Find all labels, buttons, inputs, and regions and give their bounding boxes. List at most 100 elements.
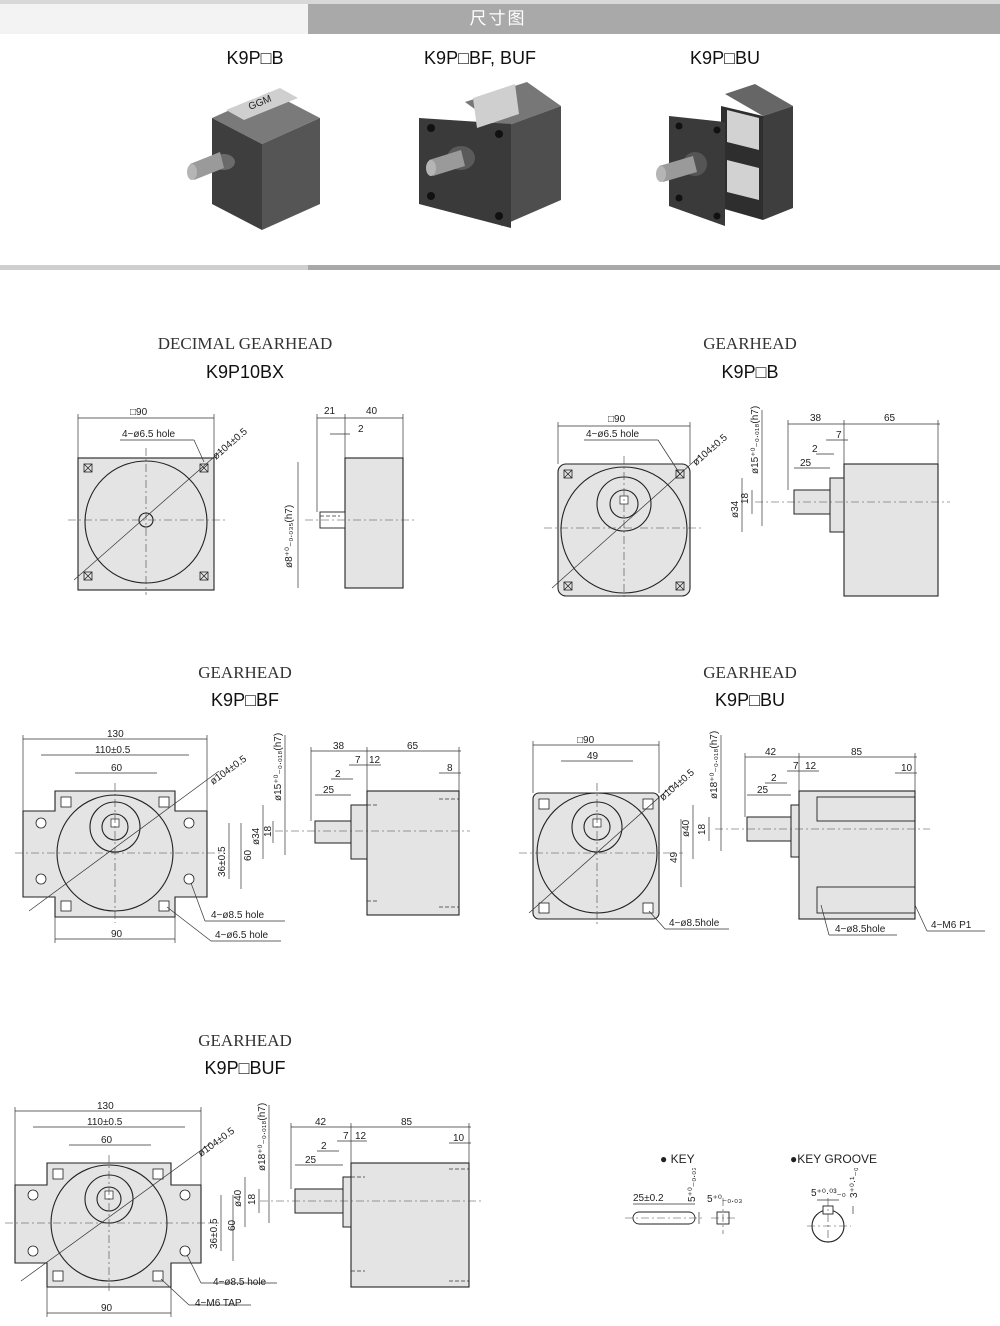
svg-text:4−ø8.5 hole: 4−ø8.5 hole (211, 910, 265, 921)
top-rule (0, 0, 1000, 4)
svg-text:10: 10 (901, 763, 913, 774)
svg-text:49: 49 (587, 751, 599, 762)
svg-text:36±0.5: 36±0.5 (209, 1218, 220, 1249)
svg-text:4−ø8.5 hole: 4−ø8.5 hole (213, 1277, 267, 1288)
svg-text:ø15⁺⁰₋₀.₀₁₈(h7): ø15⁺⁰₋₀.₀₁₈(h7) (273, 733, 284, 801)
svg-text:3⁺⁰·¹₋₀: 3⁺⁰·¹₋₀ (849, 1168, 860, 1198)
svg-text:60: 60 (111, 763, 123, 774)
side-view-2: 38 65 7 2 25 ø15⁺⁰₋₀.₀₁₈(h7) ø34 18 (730, 406, 950, 597)
svg-text:12: 12 (355, 1131, 367, 1142)
svg-text:ø15⁺⁰₋₀.₀₁₈(h7): ø15⁺⁰₋₀.₀₁₈(h7) (750, 406, 761, 474)
svg-text:21: 21 (324, 406, 336, 417)
section-header-bar (0, 4, 1000, 34)
svg-text:5⁺⁰₋₀.₀₃: 5⁺⁰₋₀.₀₃ (687, 1168, 698, 1202)
svg-text:ø104±0.5: ø104±0.5 (691, 432, 730, 468)
drawing-2-model: K9P□B (721, 362, 779, 382)
svg-text:□90: □90 (608, 414, 626, 425)
svg-text:7: 7 (355, 755, 361, 766)
front-view-5: 130 110±0.5 60 90 ø104±0.5 36±0.5 60 4−ø… (5, 1101, 277, 1317)
svg-text:ø34: ø34 (251, 827, 262, 845)
svg-text:ø18⁺⁰₋₀.₀₁₈(h7): ø18⁺⁰₋₀.₀₁₈(h7) (257, 1103, 268, 1171)
svg-text:25±0.2: 25±0.2 (633, 1193, 664, 1204)
svg-text:18: 18 (263, 825, 274, 837)
drawing-4-model: K9P□BU (715, 690, 785, 710)
svg-text:ø104±0.5: ø104±0.5 (208, 753, 249, 787)
svg-text:38: 38 (333, 741, 345, 752)
svg-text:25: 25 (305, 1155, 317, 1166)
gearmotor-photo-1: GGM (187, 88, 320, 230)
svg-text:4−ø6.5 hole: 4−ø6.5 hole (586, 429, 640, 440)
svg-text:85: 85 (851, 747, 863, 758)
svg-text:4−ø6.5 hole: 4−ø6.5 hole (122, 429, 176, 440)
drawing-1-svg: □90 4−ø6.5 hole ø104±0.5 21 40 2 ø8⁺⁰₋₀.… (68, 406, 415, 595)
svg-text:7: 7 (343, 1131, 349, 1142)
svg-text:ø18⁺⁰₋₀.₀₁₈(h7): ø18⁺⁰₋₀.₀₁₈(h7) (709, 731, 720, 799)
svg-text:4−ø8.5hole: 4−ø8.5hole (835, 924, 886, 935)
svg-text:42: 42 (765, 747, 777, 758)
key-title: ● KEY (660, 1152, 695, 1166)
section-divider (0, 265, 1000, 270)
svg-text:ø104±0.5: ø104±0.5 (211, 426, 250, 462)
svg-text:2: 2 (335, 769, 341, 780)
svg-text:4−M6 P1: 4−M6 P1 (931, 920, 972, 931)
drawing-2-type: GEARHEAD (703, 334, 797, 353)
key-groove-title: ●KEY GROOVE (790, 1152, 878, 1166)
svg-text:18: 18 (740, 492, 751, 504)
drawing-4-type: GEARHEAD (703, 663, 797, 682)
svg-text:5⁺⁰·⁰³₋₀: 5⁺⁰·⁰³₋₀ (811, 1188, 846, 1199)
svg-text:25: 25 (323, 785, 335, 796)
svg-text:42: 42 (315, 1117, 327, 1128)
svg-text:7: 7 (836, 430, 842, 441)
svg-text:ø40: ø40 (233, 1189, 244, 1207)
photo-label-3: K9P□BU (690, 48, 760, 68)
drawing-1-type: DECIMAL GEARHEAD (157, 334, 333, 353)
svg-text:ø40: ø40 (681, 819, 692, 837)
svg-text:2: 2 (321, 1141, 327, 1152)
front-view-1: □90 4−ø6.5 hole ø104±0.5 (68, 407, 250, 595)
front-view-2: □90 4−ø6.5 hole ø104±0.5 (544, 414, 730, 600)
svg-text:2: 2 (358, 424, 364, 435)
drawing-1-model: K9P10BX (205, 362, 285, 382)
drawing-5-type: GEARHEAD (198, 1031, 292, 1050)
side-view-5: 42 85 7 12 2 25 10 ø18⁺⁰₋₀.₀₁₈(h7) ø40 18 (233, 1103, 483, 1288)
svg-text:4−M6 TAP: 4−M6 TAP (195, 1298, 242, 1309)
front-view-3: 130 110±0.5 60 90 ø104±0.5 36±0.5 60 4−ø… (15, 729, 285, 943)
svg-text:4−ø8.5hole: 4−ø8.5hole (669, 918, 720, 929)
svg-text:□90: □90 (130, 407, 148, 418)
svg-text:ø34: ø34 (730, 500, 741, 518)
svg-text:ø8⁺⁰₋₀.₀₃₅(h7): ø8⁺⁰₋₀.₀₃₅(h7) (284, 505, 295, 568)
svg-text:65: 65 (407, 741, 419, 752)
drawing-5-svg: 130 110±0.5 60 90 ø104±0.5 36±0.5 60 4−ø… (5, 1101, 483, 1317)
key-detail-svg: 25±0.2 5⁺⁰₋₀.₀₃ 5⁺⁰₋₀.₀₃ 5⁺⁰·⁰³₋₀ 3⁺⁰·¹₋… (625, 1168, 860, 1246)
svg-text:□90: □90 (577, 735, 595, 746)
svg-text:18: 18 (697, 823, 708, 835)
svg-text:85: 85 (401, 1117, 413, 1128)
svg-text:7: 7 (793, 761, 799, 772)
svg-text:36±0.5: 36±0.5 (217, 846, 228, 877)
svg-text:18: 18 (247, 1193, 258, 1205)
section-title: 尺寸图 (469, 9, 527, 29)
svg-text:2: 2 (812, 444, 818, 455)
svg-text:38: 38 (810, 413, 822, 424)
svg-text:49: 49 (669, 851, 680, 863)
drawing-2-svg: □90 4−ø6.5 hole ø104±0.5 38 65 7 2 25 ø1… (544, 406, 950, 600)
svg-text:130: 130 (97, 1101, 114, 1112)
svg-text:110±0.5: 110±0.5 (95, 745, 131, 756)
svg-text:8: 8 (447, 763, 453, 774)
svg-text:65: 65 (884, 413, 896, 424)
photo-label-2: K9P□BF, BUF (424, 48, 536, 68)
drawing-3-model: K9P□BF (211, 690, 279, 710)
key-groove-drawing: 5⁺⁰·⁰³₋₀ 3⁺⁰·¹₋₀ (807, 1168, 860, 1246)
svg-text:60: 60 (101, 1135, 113, 1146)
gearmotor-photo-3 (656, 84, 793, 226)
svg-text:90: 90 (111, 929, 123, 940)
svg-text:10: 10 (453, 1133, 465, 1144)
svg-text:ø104±0.5: ø104±0.5 (658, 767, 697, 803)
svg-text:25: 25 (757, 785, 769, 796)
svg-text:ø104±0.5: ø104±0.5 (196, 1125, 237, 1159)
svg-text:60: 60 (227, 1219, 238, 1231)
drawing-5-model: K9P□BUF (204, 1058, 286, 1078)
